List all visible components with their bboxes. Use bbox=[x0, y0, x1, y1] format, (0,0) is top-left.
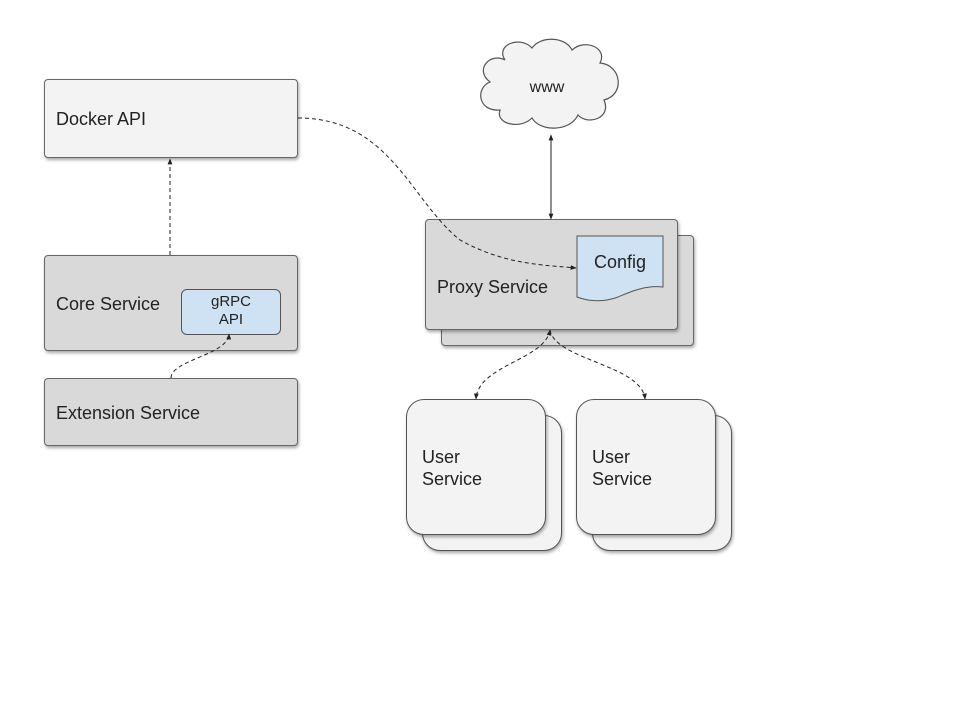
core-service-label: Core Service bbox=[56, 294, 161, 314]
user-service-2-box: User Service bbox=[576, 399, 716, 535]
extension-service-box: Extension Service bbox=[44, 378, 298, 446]
extension-service-label: Extension Service bbox=[56, 403, 201, 423]
docker-api-label: Docker API bbox=[56, 109, 147, 129]
docker-api-box: Docker API bbox=[44, 79, 298, 158]
www-cloud: www bbox=[480, 38, 619, 129]
www-label: www bbox=[529, 79, 565, 96]
proxy-service-label: Proxy Service bbox=[437, 277, 549, 297]
core-service-box: Core Service gRPC API bbox=[44, 255, 298, 351]
grpc-label: gRPC bbox=[210, 293, 251, 310]
user-service-2-label: User Service bbox=[592, 447, 653, 489]
grpc-api-box: gRPC API bbox=[181, 289, 281, 335]
proxy-service-box: Proxy Service bbox=[425, 219, 678, 330]
user-service-1-box: User Service bbox=[406, 399, 546, 535]
user-service-1-label: User Service bbox=[422, 447, 483, 489]
grpc-api-label: API bbox=[218, 311, 244, 328]
